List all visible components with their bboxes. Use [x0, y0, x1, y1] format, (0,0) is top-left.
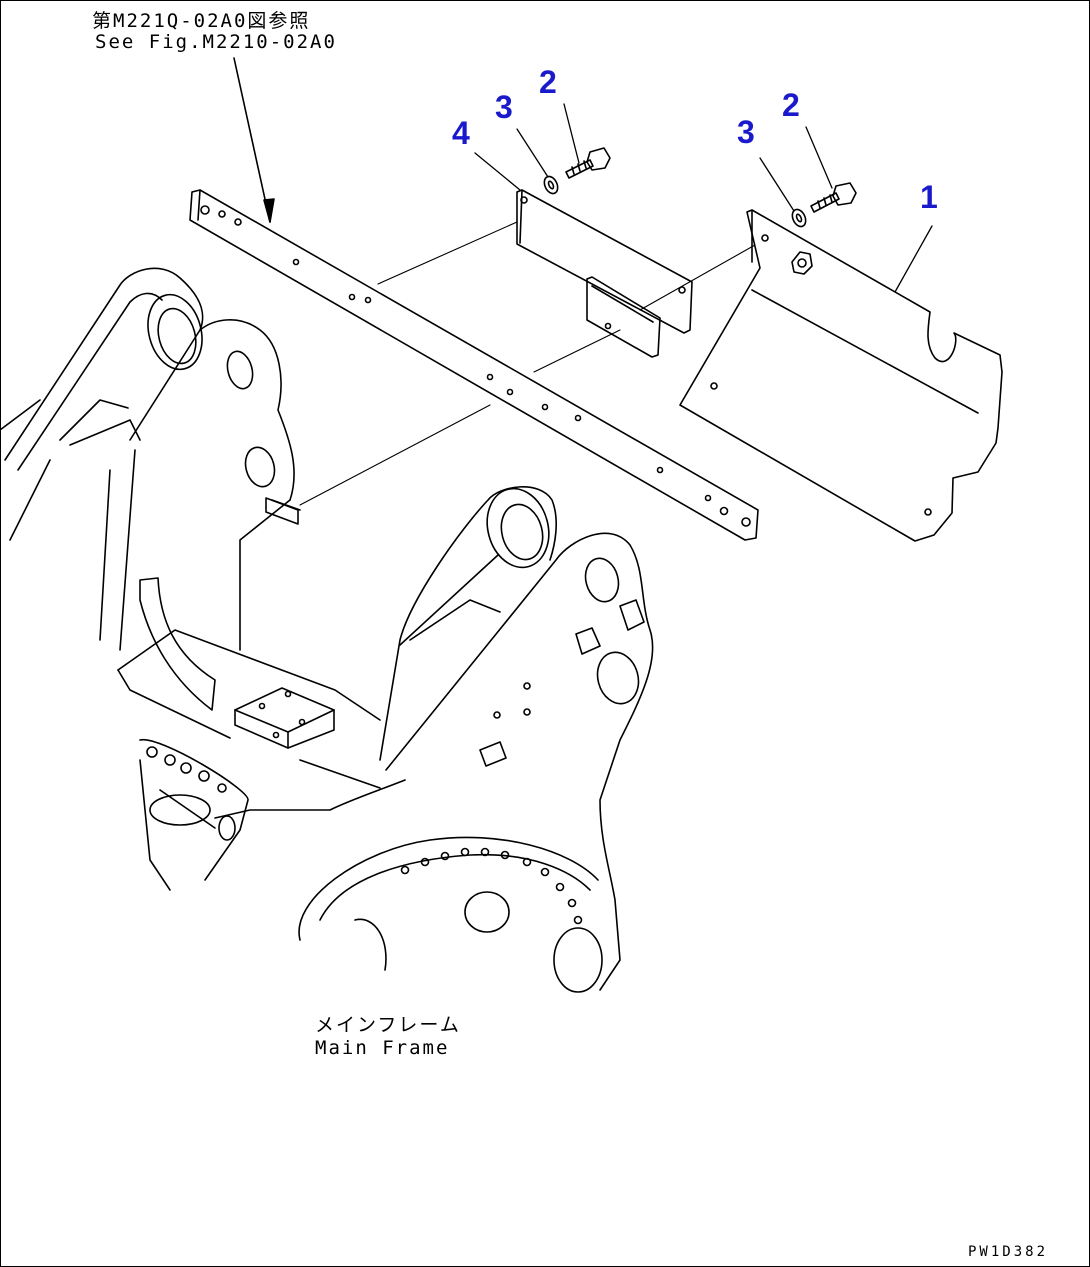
- callout-part-3-right: 3: [737, 114, 755, 150]
- main-frame-left: [0, 267, 301, 651]
- reference-note-japanese: 第M221Q-02A0図参照: [92, 10, 311, 32]
- callout-part-2-left: 2: [539, 64, 557, 100]
- callout-leaders: [474, 103, 933, 293]
- assembly-lines: [299, 221, 756, 506]
- reference-leader-arrow: [233, 57, 275, 223]
- bolt-2-left: [565, 147, 611, 179]
- main-frame-label-japanese: メインフレーム: [315, 1014, 461, 1036]
- callout-part-2-right: 2: [782, 87, 800, 123]
- main-frame-right: [379, 486, 654, 991]
- part-1-cover: [679, 209, 1003, 542]
- callout-part-1: 1: [920, 179, 938, 215]
- reference-note-english: See Fig.M2210-02A0: [95, 31, 337, 53]
- bolt-2-right: [810, 182, 857, 213]
- main-frame-lower: [139, 739, 603, 993]
- reference-bar: [189, 189, 759, 541]
- figure-id: PW1D382: [968, 1244, 1049, 1260]
- callout-part-3-left: 3: [495, 89, 513, 125]
- nut-on-cover: [791, 251, 813, 275]
- main-frame-center: [117, 577, 381, 789]
- washer-3-left: [543, 175, 559, 195]
- washer-3-right: [791, 208, 807, 228]
- callout-part-4: 4: [452, 115, 470, 151]
- part-4-plate: [516, 189, 693, 358]
- main-frame-label-english: Main Frame: [315, 1037, 450, 1059]
